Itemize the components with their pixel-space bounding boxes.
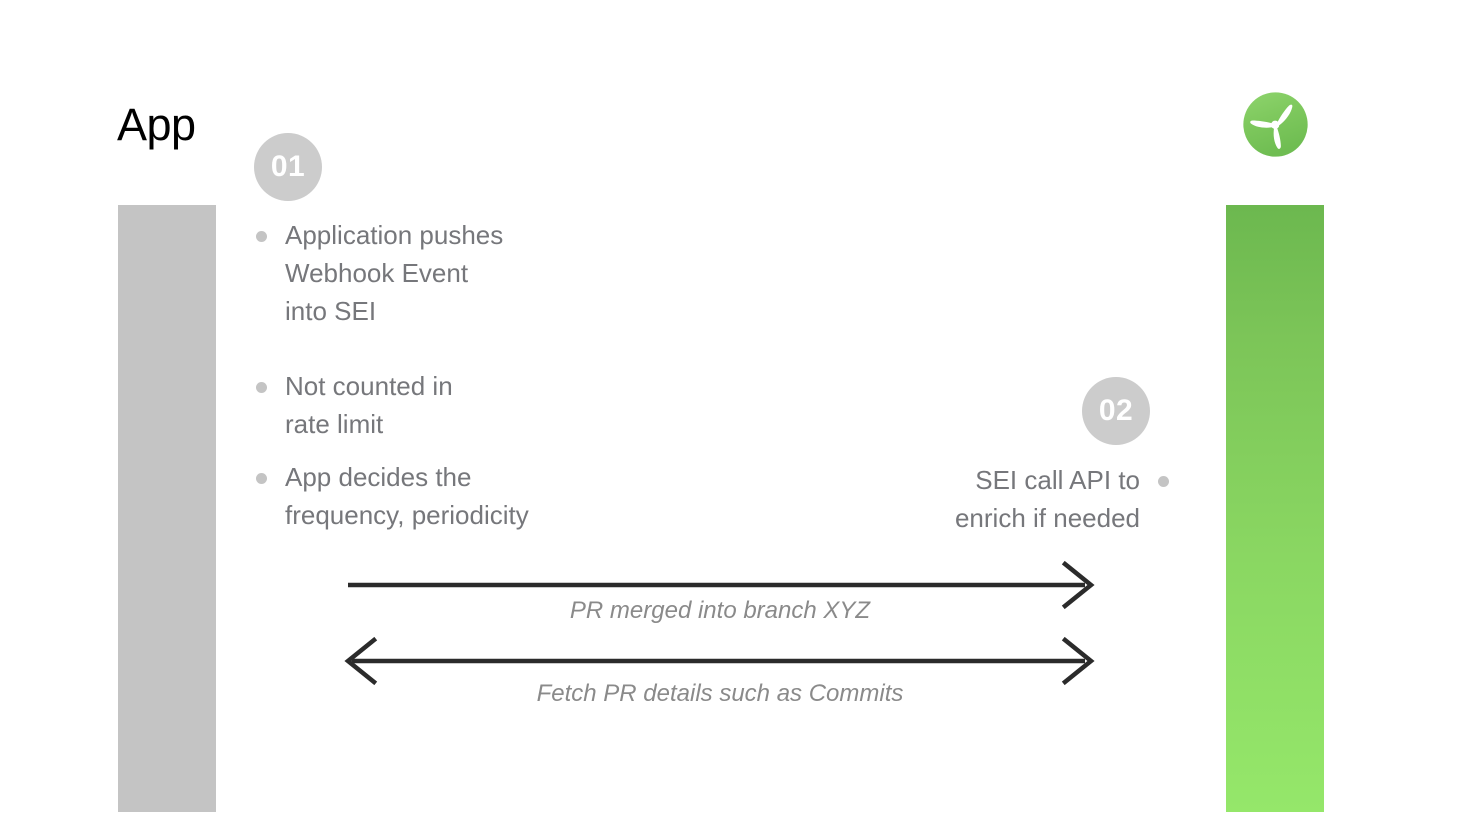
- list-item: Application pushes Webhook Event into SE…: [253, 216, 583, 330]
- bullet-group-frequency: App decides the frequency, periodicity: [253, 458, 593, 534]
- list-item: Not counted in rate limit: [253, 367, 583, 443]
- bullet-group-rate-limit: Not counted in rate limit: [253, 367, 583, 443]
- list-item: App decides the frequency, periodicity: [253, 458, 593, 534]
- bullet-group-sei-enrich: SEI call API to enrich if needed: [880, 461, 1172, 537]
- lane-bar-app: [118, 205, 216, 812]
- bullet-line: enrich if needed: [954, 503, 1140, 533]
- propeller-logo-icon: [1242, 91, 1309, 158]
- bullet-line: Application pushes: [285, 220, 504, 250]
- bullet-line: App decides the: [285, 462, 472, 492]
- bullet-line: SEI call API to: [975, 465, 1140, 495]
- flow-arrow-fetch-pr: [340, 636, 1100, 686]
- page-title: App: [117, 99, 196, 150]
- flow-caption-fetch-pr: Fetch PR details such as Commits: [536, 680, 904, 707]
- bullet-line: Not counted in: [285, 371, 453, 401]
- step-badge-01: 01: [254, 133, 322, 201]
- bullet-line: rate limit: [285, 409, 384, 439]
- bullet-line: into SEI: [285, 296, 377, 326]
- step-badge-02: 02: [1082, 377, 1150, 445]
- bullet-group-app-push: Application pushes Webhook Event into SE…: [253, 216, 583, 330]
- lane-bar-sei: [1226, 205, 1324, 812]
- flow-arrow-pr-merged: [340, 560, 1100, 610]
- list-item: SEI call API to enrich if needed: [880, 461, 1172, 537]
- flow-caption-pr-merged: PR merged into branch XYZ: [569, 597, 871, 624]
- bullet-line: frequency, periodicity: [285, 500, 529, 530]
- bullet-line: Webhook Event: [285, 258, 469, 288]
